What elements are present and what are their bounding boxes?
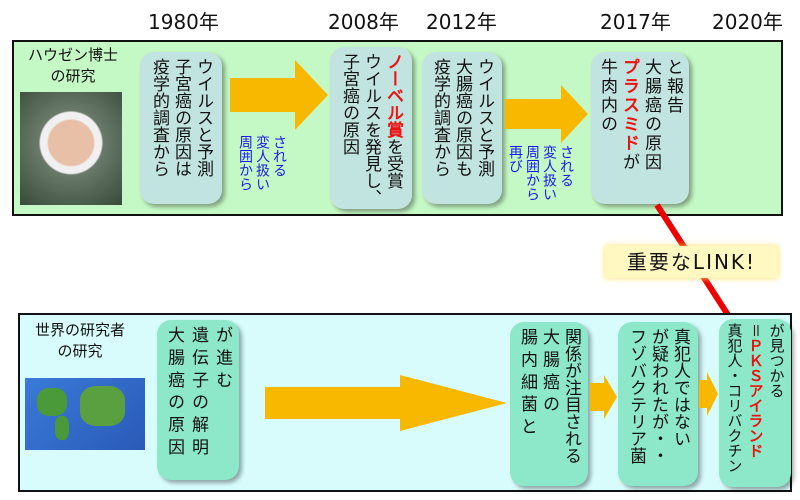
year-1980: 1980年 (148, 10, 219, 34)
pks-island-text: ＰＫＳアイランド (746, 338, 765, 459)
text: される (558, 145, 574, 187)
text: 関係が注目される (561, 328, 581, 464)
continent (37, 388, 67, 416)
text: フゾバクテリア菌 (626, 328, 646, 464)
text: 大腸癌の原因も (452, 58, 472, 177)
text: 大 腸 癌 の 原 因 (164, 326, 184, 456)
label-line: 世界の研究者 (35, 321, 126, 339)
note-eccentric: される変人扱い周囲から (236, 135, 287, 191)
arrow-right-icon (265, 375, 507, 431)
text: 周囲から (237, 135, 253, 191)
important-link-label: 重要なLINK! (605, 246, 778, 278)
year-2020: 2020年 (712, 10, 783, 34)
hausen-label: ハウゼン博士の研究 (28, 45, 118, 87)
world-map-image (25, 378, 145, 450)
text: 腸 内 細 菌 と (517, 328, 537, 435)
text: 大 腸 癌 の (539, 328, 559, 413)
text: 疫学的調査から (430, 58, 450, 177)
plasmid-text: プラスミド (619, 58, 639, 153)
text: ウイルスを発見し、 (361, 53, 381, 206)
text: 再び (507, 145, 523, 173)
box-gene-research: が 進 む遺 伝 子 の 解 明大 腸 癌 の 原 因 (157, 320, 239, 480)
text: 真犯人ではない (670, 328, 690, 447)
text: が (619, 153, 639, 172)
text: 疫学的調査から (149, 58, 169, 177)
text: 周囲から (524, 145, 540, 201)
world-label: 世界の研究者の研究 (35, 320, 125, 362)
text: を受賞 (383, 138, 403, 189)
continent (55, 416, 69, 440)
text: 遺 伝 子 の 解 明 (188, 326, 208, 456)
year-2017: 2017年 (600, 10, 671, 34)
text: ＝ (746, 323, 765, 339)
text: ウイルスと予測 (193, 58, 213, 177)
box-pks-island: が見つかる＝ＰＫＳアイランド真犯人・コリバクチン (719, 319, 791, 487)
box-fusobacterium: 真犯人ではないが疑われたが・・フゾバクテリア菌 (618, 322, 698, 486)
text: 牛肉内の (597, 58, 617, 134)
text: 大腸癌の原因 (641, 58, 661, 172)
box-2012: ウイルスと予測大腸癌の原因も疫学的調査から (422, 52, 502, 204)
text: 真犯人・コリバクチン (725, 323, 744, 473)
box-2017: と報告大腸癌の原因プラスミドが牛肉内の (591, 52, 689, 204)
arrow-right-icon (230, 60, 328, 130)
arrow-right-icon (699, 372, 718, 416)
box-2008: ノーベル賞を受賞ウイルスを発見し、子宮癌の原因 (330, 47, 412, 209)
text: ウイルスと予測 (474, 58, 494, 177)
arrow-right-icon (590, 375, 617, 419)
year-2008: 2008年 (328, 10, 399, 34)
text: 変人扱い (254, 135, 270, 191)
text: 変人扱い (541, 145, 557, 201)
year-2012: 2012年 (426, 10, 497, 34)
text: が 進 む (212, 326, 232, 388)
text: される (271, 135, 287, 177)
arrow-right-icon (505, 85, 588, 143)
text: が疑われたが・・ (648, 328, 668, 464)
text: 子宮癌の原因は (171, 58, 191, 177)
label-line: の研究 (57, 342, 103, 360)
box-1980: ウイルスと予測子宮癌の原因は疫学的調査から (140, 52, 222, 204)
note-eccentric-again: される変人扱い周囲から再び (506, 145, 574, 201)
label-line: ハウゼン博士 (28, 46, 119, 64)
continent (80, 386, 125, 426)
label-line: の研究 (50, 67, 96, 85)
box-gut-bacteria: 関係が注目される大 腸 癌 の腸 内 細 菌 と (510, 322, 588, 486)
text: 子宮癌の原因 (339, 53, 359, 155)
nobel-prize-text: ノーベル賞 (383, 53, 403, 138)
text: が見つかる (767, 323, 786, 398)
text: と報告 (663, 58, 683, 115)
hausen-portrait (20, 92, 122, 205)
